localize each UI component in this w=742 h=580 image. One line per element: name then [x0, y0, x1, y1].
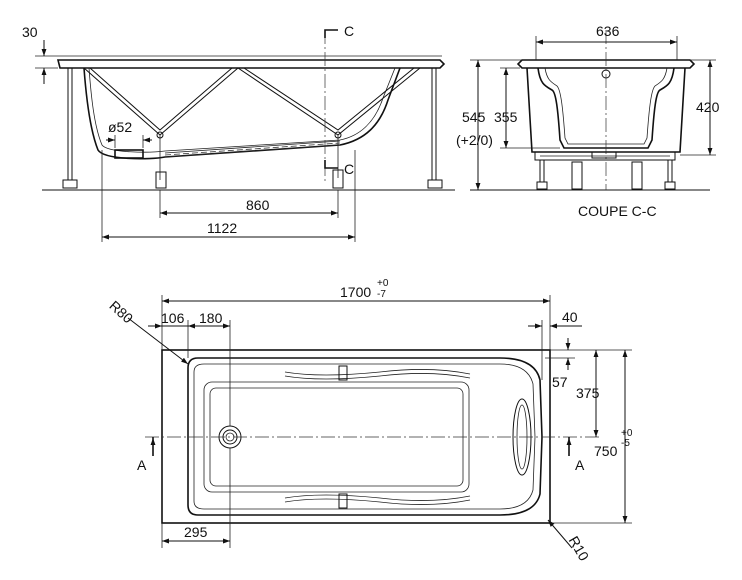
dim-40: 40: [562, 309, 578, 325]
svg-text:C: C: [344, 161, 354, 177]
dim-106: 106: [161, 310, 185, 326]
support-frame: [83, 67, 421, 136]
plan-view: A A 1700 +0 -7 R80 106 180 40 57: [106, 278, 632, 564]
dim-drain-diameter: ø52: [108, 119, 132, 135]
dim-1700: 1700: [340, 284, 371, 300]
dim-180: 180: [199, 310, 223, 326]
dim-750-tol-minus: -5: [621, 438, 630, 449]
drain-outlet: [114, 149, 144, 159]
tub-body: [83, 67, 401, 160]
tub-rim: [56, 59, 446, 69]
dim-375: 375: [576, 385, 600, 401]
frame-legs: [62, 68, 443, 189]
dim-860: 860: [246, 197, 270, 213]
dim-545-tolerance: (+2/0): [456, 132, 493, 148]
dim-1700-tol-minus: -7: [377, 289, 386, 300]
plan-outer-rim: [161, 349, 551, 524]
dim-636: 636: [596, 23, 620, 39]
section-c-c-view: 636 545 (+2/0) 355 420 COUPE C-C: [456, 23, 720, 219]
dim-750-tol-plus: +0: [621, 428, 633, 439]
section-a-right: A: [575, 457, 585, 473]
dim-545: 545: [462, 109, 486, 125]
section-title: COUPE C-C: [578, 203, 657, 219]
section-cut-c: C C: [324, 23, 354, 182]
dim-1700-tol-plus: +0: [377, 278, 389, 289]
svg-text:C: C: [344, 23, 354, 39]
dim-420: 420: [696, 99, 720, 115]
side-elevation-view: 30 ø52 C C 860 1122: [22, 23, 455, 242]
dim-1122: 1122: [207, 220, 237, 236]
section-a-left: A: [137, 457, 147, 473]
dim-r10: R10: [566, 533, 593, 563]
dim-30: 30: [22, 24, 38, 40]
dim-r80: R80: [106, 297, 136, 326]
plan-inner-basin: [187, 357, 543, 516]
dim-355: 355: [494, 109, 518, 125]
dim-295: 295: [184, 524, 208, 540]
dim-57: 57: [552, 374, 568, 390]
dim-750: 750: [594, 443, 618, 459]
